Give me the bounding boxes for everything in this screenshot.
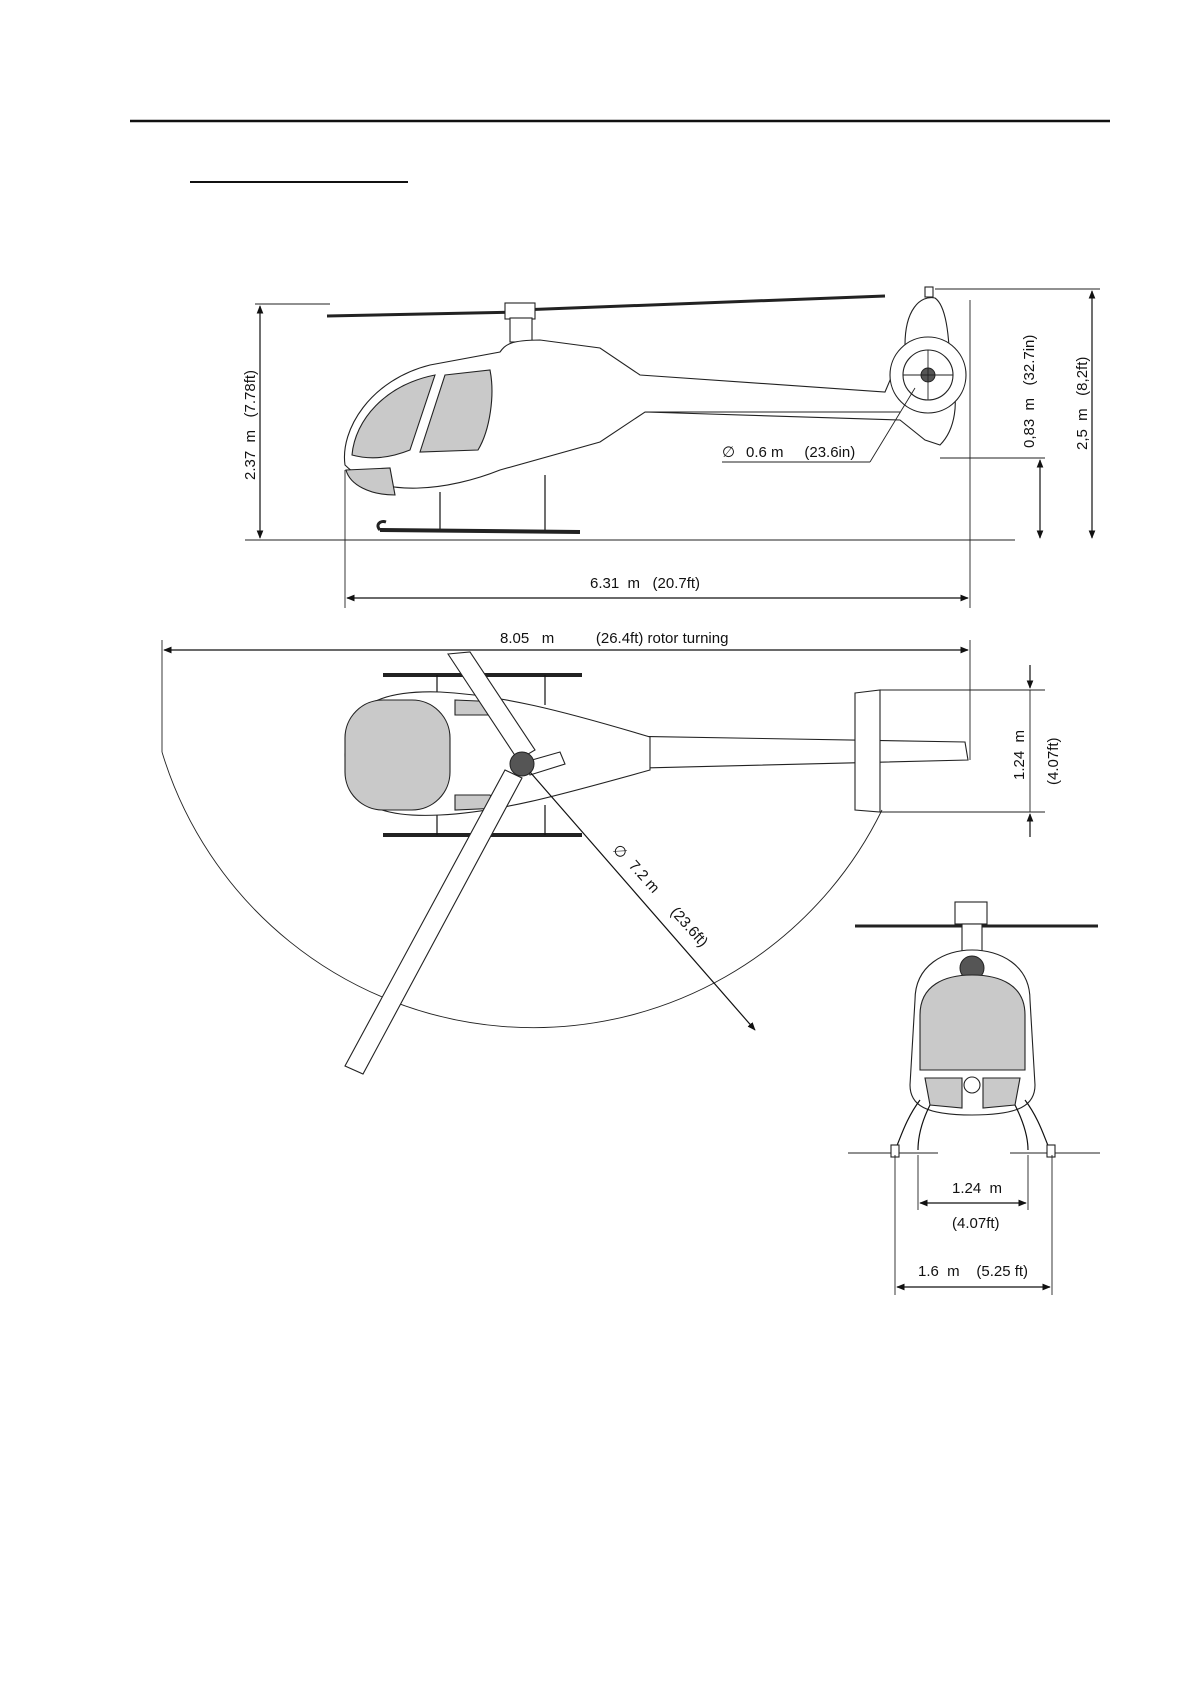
top-tail-fin	[855, 690, 880, 812]
side-view: 2.37 m (7.78ft) 0,83 m (32.7in) 2,5 m (8…	[242, 287, 1100, 608]
top-canopy	[345, 700, 450, 810]
dim-skid-inner-width-ft: (4.07ft)	[952, 1215, 1000, 1232]
dim-stabilizer-width-ft: (4.07ft)	[1045, 737, 1062, 785]
dim-tail-rotor-diameter: 0.6 m (23.6in)	[746, 444, 855, 461]
diameter-symbol-tail: ∅	[722, 444, 735, 461]
dim-height-to-tail-tip: 2,5 m (8,2ft)	[1074, 357, 1091, 450]
main-rotor-blade-right	[520, 296, 885, 310]
main-rotor-blade-left	[327, 312, 520, 316]
dim-height-total: 2.37 m (7.78ft)	[242, 370, 259, 480]
front-windscreen	[920, 975, 1025, 1070]
side-fuselage	[344, 298, 955, 489]
dim-tail-rotor-height: 0,83 m (32.7in)	[1021, 335, 1038, 448]
dim-rotor-diameter-symbol: ∅	[609, 841, 630, 862]
side-landing-skid	[380, 530, 580, 532]
dim-rotor-diameter: 7.2 m (23.6ft)	[625, 857, 711, 950]
dim-stabilizer-width: 1.24 m	[1011, 730, 1028, 780]
dim-skid-inner-width: 1.24 m	[952, 1180, 1002, 1197]
dim-length-rotor-turning: 8.05 m (26.4ft) rotor turning	[500, 630, 728, 647]
dim-skid-outer-width: 1.6 m (5.25 ft)	[918, 1263, 1028, 1280]
dim-length: 6.31 m (20.7ft)	[590, 575, 700, 592]
front-view: 1.24 m (4.07ft) 1.6 m (5.25 ft)	[848, 902, 1100, 1295]
